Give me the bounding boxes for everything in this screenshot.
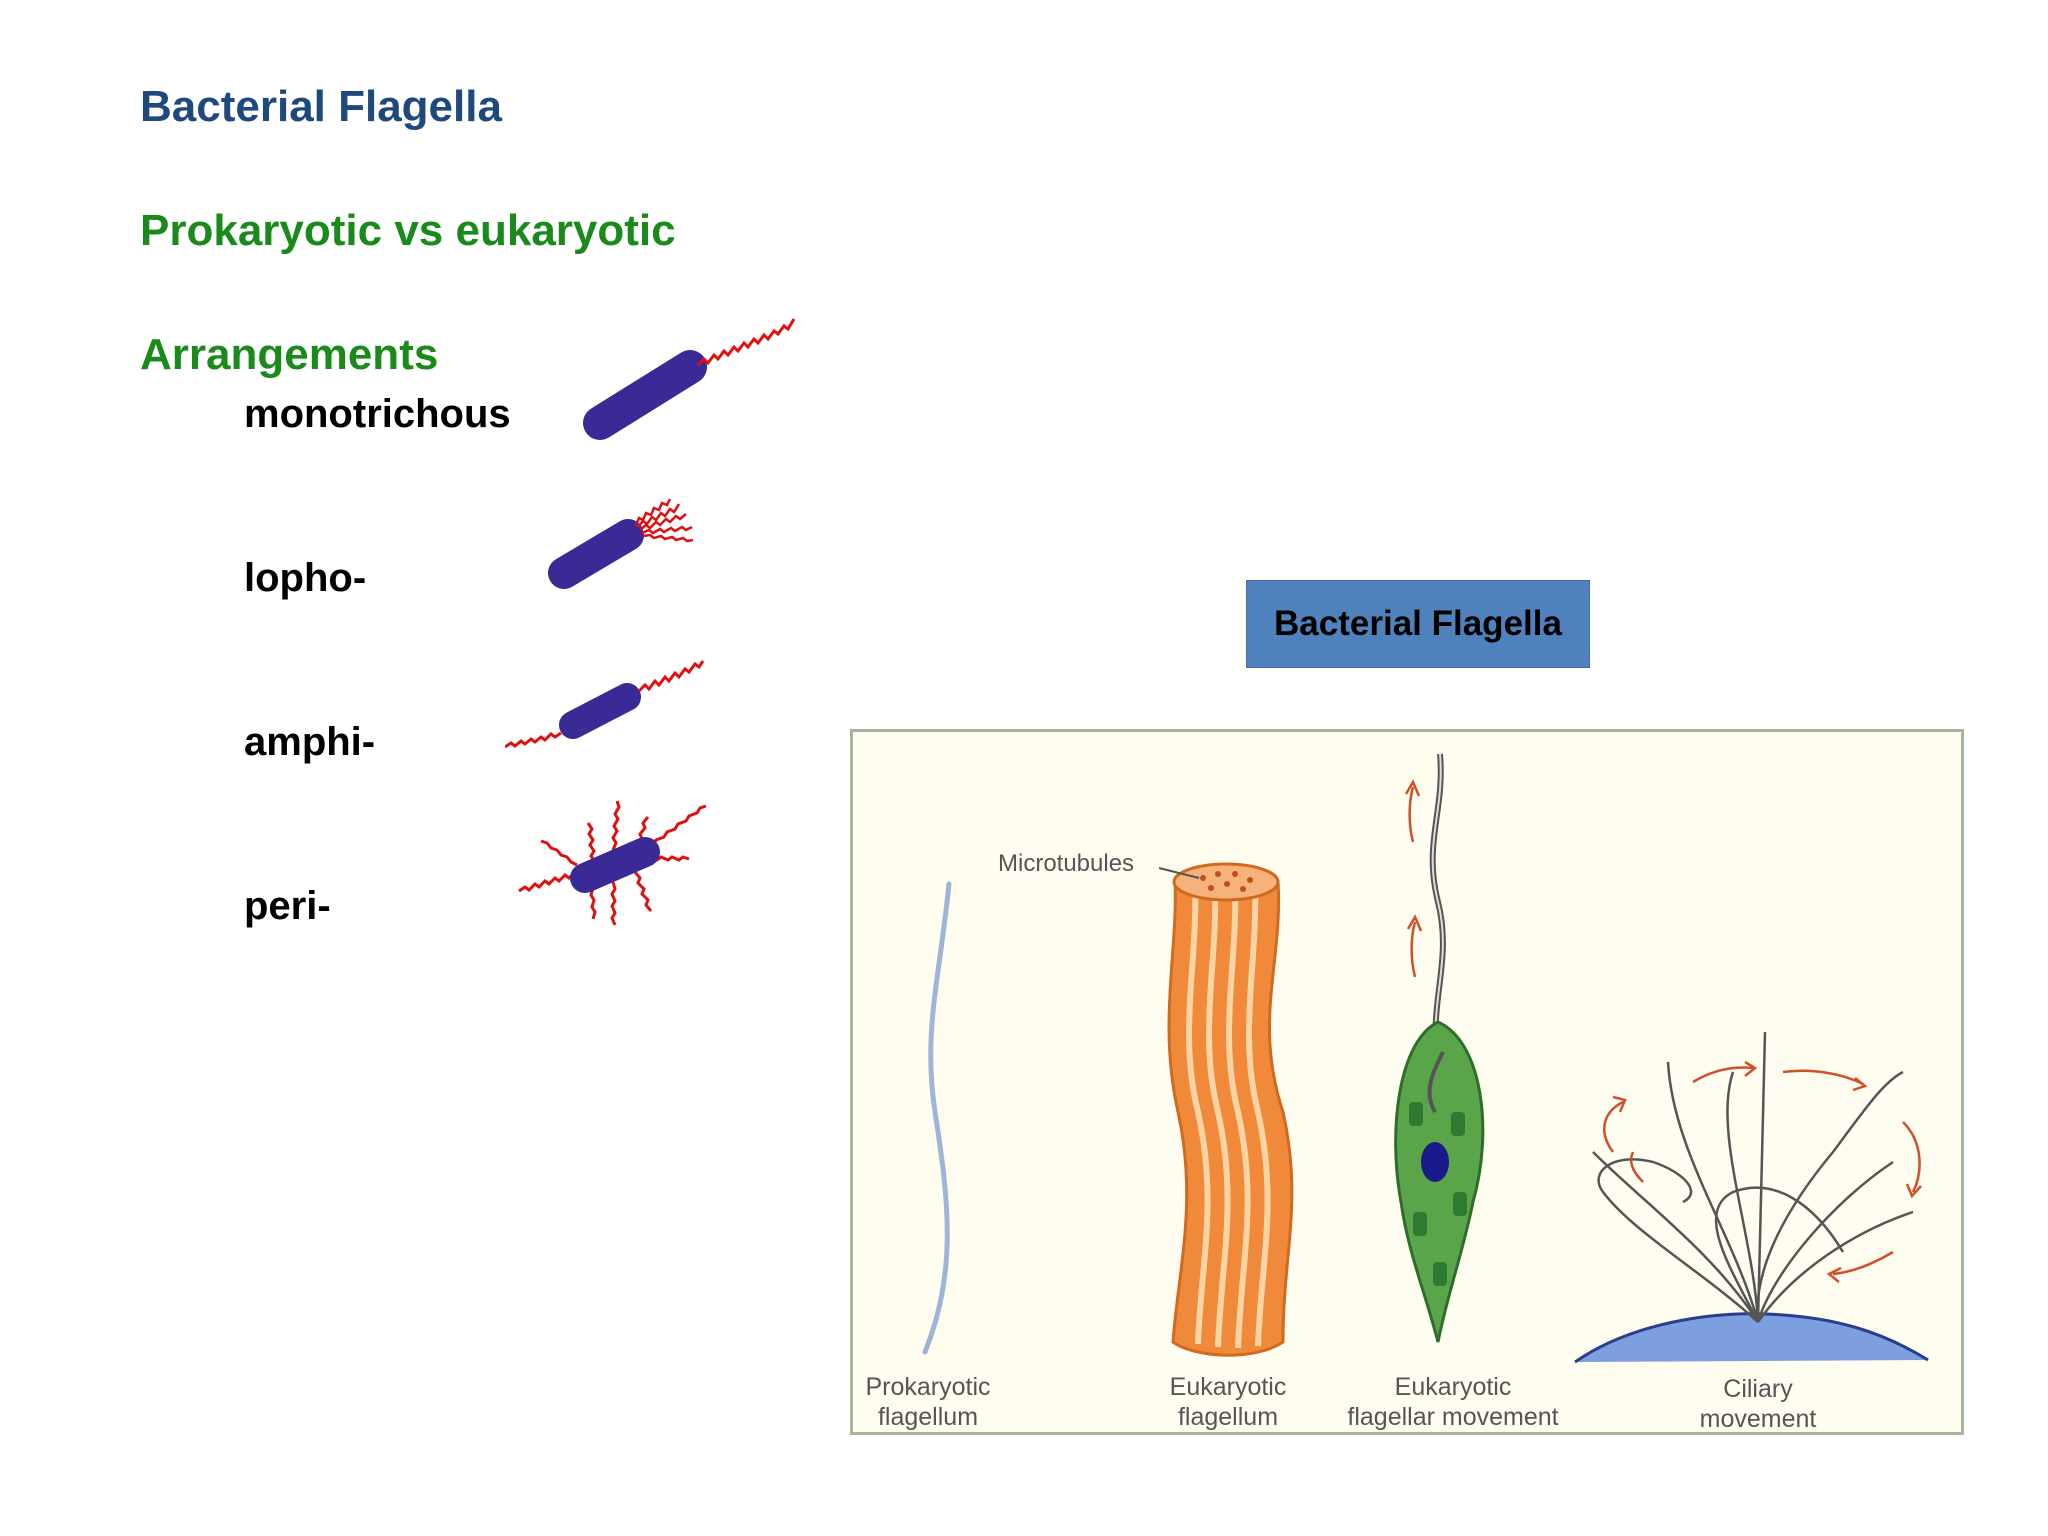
flagellum [634, 498, 672, 526]
prokaryotic-flagellum [922, 881, 952, 1355]
eukaryotic-flagellum [1158, 862, 1294, 1357]
bacterial-flagella-label-box: Bacterial Flagella [1246, 580, 1590, 668]
peritrichous-bacterium-illustration [518, 800, 707, 926]
label-box-text: Bacterial Flagella [1274, 604, 1562, 643]
microtubules-label: Microtubules [998, 850, 1135, 877]
bacterium-body [548, 519, 644, 589]
bacterium-body [559, 683, 641, 739]
flagellum [505, 731, 562, 749]
caption-line: Prokaryotic [865, 1373, 991, 1401]
caption-line: Ciliary [1723, 1375, 1793, 1403]
euglena-cell [1394, 753, 1485, 1343]
term-monotrichous: monotrichous [244, 392, 511, 436]
flagella-comparison-figure: Microtubules Prokaryotic flagellum Eukar… [850, 729, 1964, 1435]
flagellum [642, 533, 694, 543]
term-lopho: lopho- [244, 556, 367, 600]
caption-ciliary-movement: Ciliary movement [1683, 1374, 1833, 1434]
term-amphi: amphi- [244, 720, 376, 764]
microtubules-pointer [1158, 867, 1200, 879]
amphitrichous-bacterium-illustration [505, 660, 705, 749]
monotrichous-bacterium-illustration [583, 318, 796, 440]
flagellum [696, 318, 796, 367]
ciliary-movement [1574, 1031, 1929, 1364]
flagellum [639, 513, 687, 531]
flagellum [641, 525, 693, 535]
flagellum [637, 660, 705, 693]
bacterium-body [583, 350, 707, 440]
flagellum [637, 503, 681, 528]
caption-eukaryotic-flagellum: Eukaryotic flagellum [1158, 1372, 1298, 1432]
slide-subtitle: Prokaryotic vs eukaryotic [140, 206, 676, 255]
bacterium-body [570, 837, 660, 893]
caption-line: flagellum [877, 1403, 979, 1431]
caption-line: flagellar movement [1347, 1403, 1559, 1431]
caption-eukaryotic-flagellar-movement: Eukaryotic flagellar movement [1333, 1372, 1573, 1432]
caption-line: Eukaryotic [1394, 1373, 1512, 1401]
figure-illustrations [922, 753, 1929, 1364]
nucleus [1421, 1142, 1449, 1182]
lophotrichous-bacterium-illustration [548, 498, 694, 589]
caption-prokaryotic-flagellum: Prokaryotic flagellum [863, 1372, 993, 1432]
term-peri: peri- [244, 884, 331, 928]
caption-line: Eukaryotic [1169, 1373, 1287, 1401]
caption-line: movement [1699, 1405, 1817, 1433]
slide-title: Bacterial Flagella [140, 82, 502, 131]
caption-line: flagellum [1177, 1403, 1279, 1431]
arrangements-heading: Arrangements [140, 330, 439, 379]
